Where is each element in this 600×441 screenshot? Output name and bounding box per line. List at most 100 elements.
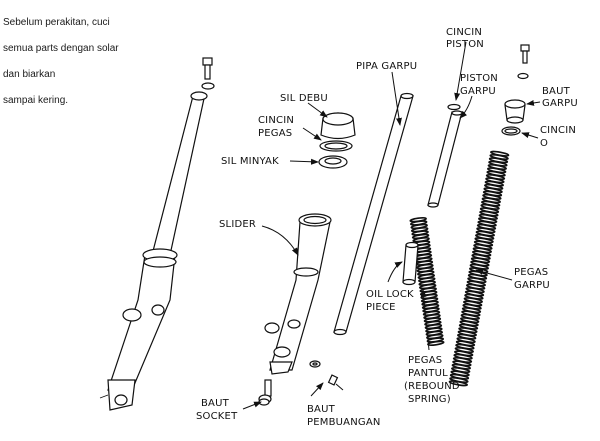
label-sil-minyak: SIL MINYAK	[221, 156, 279, 167]
slider-collar	[293, 267, 319, 277]
label-baut-garpu-1: BAUT	[542, 86, 571, 97]
part-labels: CINCIN PISTON PIPA GARPU PISTON GARPU BA…	[196, 27, 578, 428]
drain-bolt-part	[309, 360, 344, 391]
top-bolt-parts	[501, 44, 530, 136]
note-line-4: sampai kering.	[3, 95, 69, 106]
piston-rod-bottom	[427, 202, 439, 208]
label-pegas-garpu-1: PEGAS	[514, 267, 548, 278]
label-pegas-pantul-2: PANTUL	[408, 368, 448, 379]
label-oil-lock-2: PIECE	[366, 302, 396, 313]
oil-lock-top	[405, 241, 419, 249]
assembled-foot-edge	[99, 394, 109, 399]
socket-bolt-part	[258, 379, 272, 406]
label-piston-garpu-1: PISTON	[460, 73, 498, 84]
label-pegas-garpu-2: GARPU	[514, 280, 550, 291]
slider-lug-left	[264, 322, 280, 334]
label-baut-pembuangan-2: PEMBUANGAN	[307, 417, 381, 428]
small-top-bolt-shank	[522, 50, 528, 64]
leader-cincin-o	[521, 132, 539, 139]
oil-lock-piece-part	[402, 241, 419, 286]
fork-pipe-bottom	[333, 328, 347, 336]
socket-bolt-shank	[264, 379, 272, 397]
leader-baut-garpu	[526, 99, 541, 106]
leader-lines	[242, 41, 541, 410]
label-sil-debu: SIL DEBU	[280, 93, 328, 104]
leader-pipa-garpu	[391, 71, 402, 126]
drain-bolt-shank	[335, 383, 344, 391]
rebound-spring-part	[409, 217, 445, 346]
assembled-top-bolt-shank	[204, 64, 211, 80]
cleaning-note: Sebelum perakitan, cuci semua parts deng…	[3, 3, 183, 107]
leader-pegas-garpu	[475, 268, 513, 281]
seal-parts	[318, 112, 356, 169]
piston-rod-body	[427, 111, 463, 206]
leader-cincin-piston	[454, 41, 467, 101]
label-baut-socket-1: BAUT	[201, 398, 230, 409]
label-pegas-pantul-3: (REBOUND	[404, 381, 460, 392]
oil-seal-inner	[324, 157, 342, 165]
label-baut-garpu-2: GARPU	[542, 98, 578, 109]
label-baut-socket-2: SOCKET	[196, 411, 238, 422]
leader-slider	[261, 225, 299, 256]
drain-bolt-washer-hole	[312, 362, 318, 366]
leader-piston-garpu	[459, 95, 473, 119]
label-cincin-o-1: CINCIN	[540, 125, 576, 136]
leader-sil-minyak	[289, 158, 319, 165]
leader-sil-debu	[307, 102, 328, 118]
label-oil-lock-1: OIL LOCK	[366, 289, 414, 300]
note-line-3: dan biarkan	[3, 69, 56, 80]
label-piston-garpu-2: GARPU	[460, 86, 496, 97]
assembled-lug-side	[151, 304, 165, 316]
assembled-fork-illustration	[99, 57, 215, 411]
dust-seal-top	[322, 112, 354, 126]
label-pegas-pantul-4: SPRING)	[408, 394, 451, 405]
leader-baut-socket	[242, 401, 262, 410]
leader-pegas-pantul	[420, 289, 430, 351]
small-top-washer	[517, 72, 529, 80]
assembled-slider-collar	[143, 256, 177, 268]
leader-baut-pembuangan	[310, 382, 324, 397]
note-line-1: Sebelum perakitan, cuci	[3, 17, 110, 28]
label-cincin-piston-1: CINCIN	[446, 27, 482, 38]
label-cincin-piston-2: PISTON	[446, 39, 484, 50]
label-cincin-pegas-2: PEGAS	[258, 128, 292, 139]
fork-cap-bolt-top	[504, 99, 526, 109]
assembled-top-bolt-head	[202, 57, 213, 66]
drain-bolt-head	[327, 374, 339, 386]
spring-clip-ring-inner	[324, 142, 348, 150]
assembled-top-washer	[201, 82, 215, 90]
fork-spring-coil	[448, 380, 468, 387]
small-top-bolt-head	[520, 44, 530, 52]
assembled-slider-body	[107, 254, 176, 391]
slider-top-bore	[303, 215, 327, 225]
fork-spring-part	[448, 150, 510, 387]
rebound-spring-coil	[427, 340, 445, 346]
fork-cap-bolt-bottom	[506, 116, 524, 124]
slider-lower-boss	[273, 346, 291, 358]
assembled-tube-top-cap	[190, 91, 208, 101]
fork-pipe-top	[400, 92, 414, 100]
oil-lock-bottom	[402, 278, 416, 286]
piston-ring-part	[447, 103, 461, 111]
fork-pipe-part	[333, 92, 414, 336]
assembled-lug-upper	[122, 308, 142, 322]
leader-cincin-pegas	[302, 127, 322, 141]
o-ring-inner	[504, 128, 518, 134]
piston-parts	[427, 103, 463, 208]
piston-rod-top	[451, 110, 463, 116]
oil-lock-body	[402, 244, 419, 283]
label-pipa-garpu: PIPA GARPU	[356, 61, 417, 72]
slider-part	[264, 213, 332, 375]
note-line-2: semua parts dengan solar	[3, 43, 119, 54]
slider-foot	[269, 361, 293, 375]
assembled-fork-tube	[151, 93, 206, 256]
label-cincin-o-2: O	[540, 138, 548, 149]
label-slider: SLIDER	[219, 219, 256, 230]
label-cincin-pegas-1: CINCIN	[258, 115, 294, 126]
assembled-axle-hole	[114, 394, 128, 406]
label-baut-pembuangan-1: BAUT	[307, 404, 336, 415]
leader-oil-lock	[387, 261, 403, 283]
slider-lug-right	[287, 319, 301, 329]
label-pegas-pantul-1: PEGAS	[408, 355, 442, 366]
